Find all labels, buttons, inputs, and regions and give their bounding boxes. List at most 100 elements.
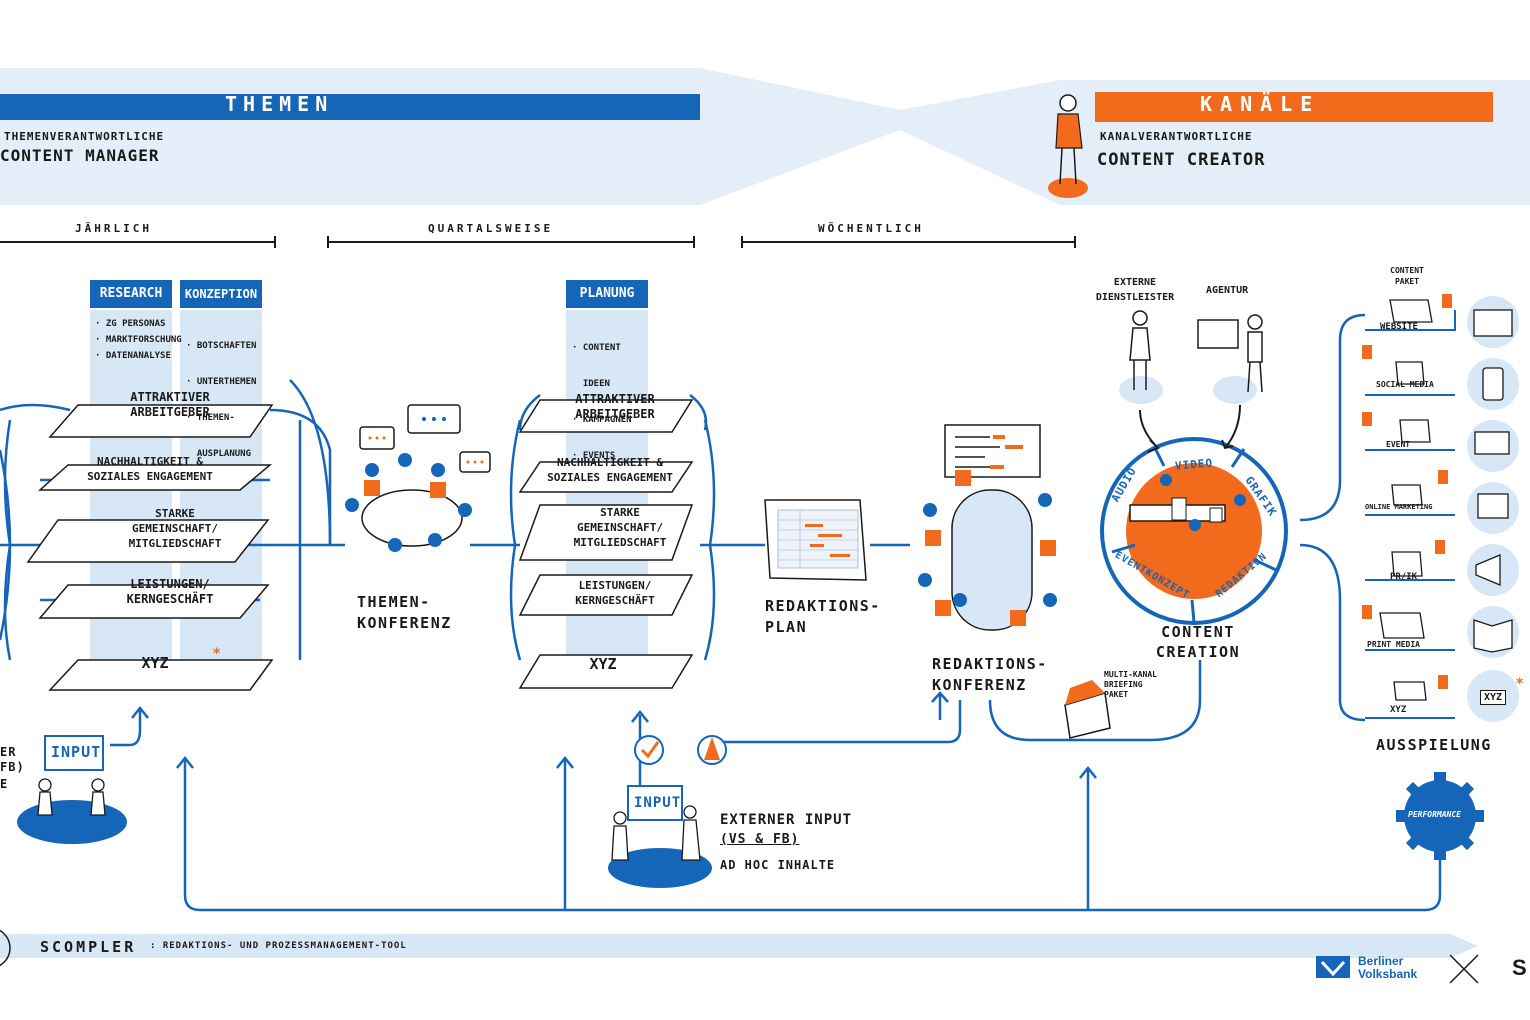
- planung-list: · CONTENT IDEEN · KAMPAGNEN · EVENTS: [572, 318, 632, 474]
- research-column: [90, 310, 172, 680]
- performance-gear: [1396, 772, 1484, 860]
- timeline-quartalsweise: QUARTALSWEISE: [428, 222, 554, 235]
- planung-column: [566, 310, 648, 680]
- kanaele-bar: [1095, 92, 1493, 122]
- ad-hoc-label: AD HOC INHALTE: [720, 858, 836, 872]
- left-input-illustration: [17, 735, 127, 844]
- left-cut-text: FB): [0, 760, 25, 774]
- scompler-label: SCOMPLER: [40, 938, 137, 956]
- externe-dienstleister-figure: [1119, 310, 1163, 404]
- briefing-paket-box: [1064, 680, 1111, 739]
- content-paket-label: CONTENT PAKET: [1390, 266, 1424, 286]
- themen-title: THEMEN: [225, 92, 334, 116]
- konzeption-item: · THEMEN-: [186, 413, 235, 423]
- redaktionskonferenz-illustration: [918, 424, 1057, 631]
- channel-social-media: SOCIAL MEDIA: [1376, 380, 1434, 389]
- konzeption-item: AUSPLANUNG: [186, 449, 252, 459]
- channel-xyz: XYZ: [1390, 705, 1407, 715]
- layer-arbeitgeber: ATTRAKTIVER ARBEITGEBER: [130, 390, 210, 419]
- left-input-label: INPUT: [51, 743, 102, 761]
- externe-dienstleister-label: EXTERNE DIENSTLEISTER: [1095, 277, 1175, 303]
- channel-people: [1362, 294, 1452, 689]
- planung-tag: PLANUNG: [566, 280, 648, 308]
- asterisk-mark: *: [1516, 676, 1524, 692]
- themen-bar: [0, 94, 700, 120]
- research-list: · ZG PERSONAS · MARKTFORSCHUNG · DATENAN…: [95, 316, 182, 364]
- center-platforms: [518, 399, 694, 689]
- corner-circle: [0, 929, 11, 967]
- channel-online-marketing: ONLINE MARKETING: [1365, 503, 1433, 511]
- channel-website: WEBSITE: [1380, 322, 1418, 332]
- content-creator-figure: [1048, 94, 1088, 198]
- left-platforms: [26, 404, 274, 691]
- header-band: [0, 68, 1530, 205]
- xyz-badge: XYZ: [1480, 690, 1507, 705]
- konzeption-item: · UNTERTHEMEN: [186, 377, 257, 387]
- planung-item: · KAMPAGNEN: [572, 415, 632, 425]
- research-item: · DATENANALYSE: [95, 351, 171, 361]
- scompler-description: : REDAKTIONS- UND PROZESSMANAGEMENT-TOOL: [150, 941, 407, 951]
- themenkonferenz-label: THEMEN- KONFERENZ: [357, 593, 452, 632]
- scompler-band: [0, 934, 1478, 958]
- layer-arbeitgeber: ATTRAKTIVER ARBEITGEBER: [575, 392, 655, 421]
- channel-print-media: PRINT MEDIA: [1367, 640, 1420, 649]
- channel-event: EVENT: [1386, 440, 1411, 449]
- redaktionsplan-label: REDAKTIONS- PLAN: [765, 597, 881, 636]
- timeline-woechentlich: WÖCHENTLICH: [818, 222, 924, 235]
- ausspielung-label: AUSSPIELUNG: [1376, 736, 1492, 754]
- timeline-jaehrlich: JÄHRLICH: [75, 222, 152, 235]
- scompler-feedback-lines: [110, 705, 1442, 912]
- channel-rails: [1365, 310, 1456, 719]
- content-creation-wheel: [1100, 437, 1288, 625]
- planung-item: · EVENTS: [572, 451, 616, 461]
- themenkonferenz-illustration: [345, 404, 491, 552]
- research-item: · ZG PERSONAS: [95, 319, 166, 329]
- layer-leistungen: LEISTUNGEN/ KERNGESCHÄFT: [126, 577, 214, 606]
- content-creation-label: CONTENT CREATION: [1155, 623, 1241, 661]
- channel-pr-ik: PR/IK: [1390, 572, 1418, 582]
- creation-input-arrows: [1139, 404, 1241, 453]
- konzeption-item: · BOTSCHAFTEN: [186, 341, 257, 351]
- research-item: · MARKTFORSCHUNG: [95, 335, 182, 345]
- bank-name-line1: Berliner: [1358, 954, 1404, 968]
- feedback-loops: [715, 313, 1366, 744]
- layer-xyz: XYZ: [141, 654, 169, 672]
- channel-boxes: [1379, 299, 1433, 701]
- layer-gemeinschaft: STARKE GEMEINSCHAFT/ MITGLIEDSCHAFT: [573, 506, 667, 549]
- layer-nachhaltigkeit: NACHHALTIGKEIT & SOZIALES ENGAGEMENT: [87, 455, 213, 483]
- kanaele-title: KANÄLE: [1200, 92, 1321, 116]
- bank-name-line2: Volksbank: [1358, 967, 1418, 981]
- bank-name: Berliner Volksbank: [1358, 955, 1417, 981]
- themen-role-label: THEMENVERANTWORTLICHE: [4, 130, 165, 143]
- center-input-label: INPUT: [634, 795, 682, 811]
- left-cut-text: E: [0, 777, 9, 791]
- agentur-label: AGENTUR: [1206, 285, 1249, 296]
- redaktionskonferenz-label: REDAKTIONS- KONFERENZ: [932, 655, 1048, 694]
- agentur-figure: [1197, 314, 1263, 404]
- themen-role-title: CONTENT MANAGER: [0, 146, 160, 165]
- layer-xyz: XYZ: [589, 655, 617, 673]
- briefing-paket-label: MULTI-KANAL BRIEFING PAKET: [1104, 670, 1157, 699]
- scompler-logo: S: [1512, 955, 1527, 980]
- research-tag: RESEARCH: [90, 280, 172, 308]
- planung-item: IDEEN: [572, 379, 610, 389]
- kanaele-role-title: CONTENT CREATOR: [1097, 150, 1266, 170]
- layer-leistungen: LEISTUNGEN/ KERNGESCHÄFT: [575, 579, 655, 607]
- center-stack-flows: [470, 394, 910, 661]
- layer-nachhaltigkeit: NACHHALTIGKEIT & SOZIALES ENGAGEMENT: [547, 456, 673, 484]
- konzeption-tag: KONZEPTION: [180, 280, 262, 308]
- planung-item: · CONTENT: [572, 343, 621, 353]
- channel-icons: [1473, 309, 1513, 653]
- vs-fb-label: (VS & FB): [720, 832, 800, 847]
- center-input-illustration: [608, 735, 727, 888]
- timeline-brackets: [0, 236, 1076, 248]
- left-cut-text: ER: [0, 745, 17, 759]
- layer-gemeinschaft: STARKE GEMEINSCHAFT/ MITGLIEDSCHAFT: [128, 507, 222, 550]
- redaktionsplan-illustration: [764, 499, 867, 581]
- externer-input-label: EXTERNER INPUT: [720, 812, 853, 828]
- kanaele-role-label: KANALVERANTWORTLICHE: [1100, 130, 1253, 143]
- asterisk-mark: *: [213, 646, 221, 662]
- performance-label: PERFORMANCE: [1408, 810, 1461, 819]
